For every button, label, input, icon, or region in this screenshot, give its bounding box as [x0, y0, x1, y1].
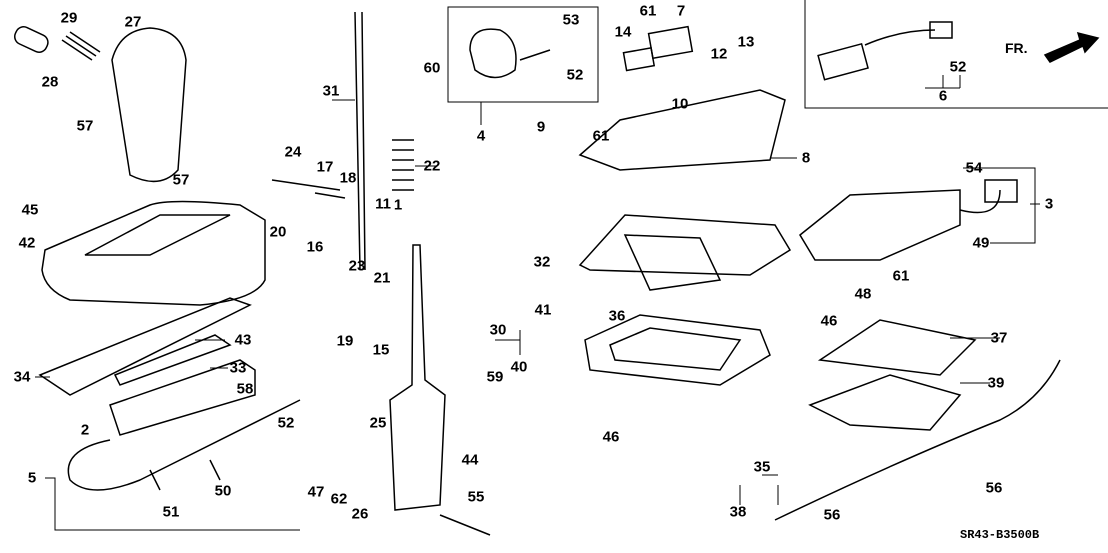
part-number-label[interactable]: 14: [614, 23, 632, 41]
part-number-label[interactable]: 36: [608, 307, 626, 325]
seal-39: [808, 374, 962, 431]
part-number-label[interactable]: 48: [854, 285, 872, 303]
position-bracket: [578, 89, 786, 171]
part-number-label[interactable]: 30: [489, 321, 507, 339]
part-number-label[interactable]: 61: [639, 2, 657, 20]
part-number-label[interactable]: 39: [987, 374, 1005, 392]
part-number-label[interactable]: 6: [938, 87, 948, 105]
part-number-label[interactable]: 17: [316, 158, 334, 176]
part-number-label[interactable]: 4: [476, 127, 486, 145]
part-number-label[interactable]: 12: [710, 45, 728, 63]
pin-24: [271, 179, 341, 191]
part-number-label[interactable]: 38: [729, 503, 747, 521]
part-number-label[interactable]: 51: [162, 503, 180, 521]
part-number-label[interactable]: 22: [423, 157, 441, 175]
part-number-label[interactable]: 8: [801, 149, 811, 167]
part-number-label[interactable]: 58: [236, 380, 254, 398]
base-bracket: [578, 214, 792, 276]
part-number-label[interactable]: 11: [375, 195, 391, 213]
indicator-lens: [113, 334, 232, 386]
part-number-label[interactable]: 60: [423, 59, 441, 77]
wire-harness: [67, 399, 301, 491]
shift-knob: [111, 27, 187, 183]
part-number-label[interactable]: 46: [602, 428, 620, 446]
knob-spring: [61, 31, 101, 61]
part-number-label[interactable]: 52: [566, 66, 584, 84]
shift-rod: [354, 11, 366, 271]
part-number-label[interactable]: 9: [536, 118, 546, 136]
part-number-label[interactable]: 42: [18, 234, 36, 252]
part-number-label[interactable]: 23: [348, 257, 366, 275]
front-direction-label: FR.: [1005, 40, 1028, 56]
spring-22: [392, 139, 414, 191]
part-number-label[interactable]: 57: [172, 171, 190, 189]
part-number-label[interactable]: 55: [467, 488, 485, 506]
front-arrow: [1043, 31, 1100, 63]
part-number-label[interactable]: 28: [41, 73, 59, 91]
shift-cable: [774, 359, 1061, 521]
callout-box-6: [804, 0, 1108, 109]
part-number-label[interactable]: 37: [990, 329, 1008, 347]
part-number-label[interactable]: 34: [13, 368, 31, 386]
shift-lock-solenoid: [647, 25, 694, 60]
part-number-label[interactable]: 50: [214, 482, 232, 500]
pin-17: [314, 192, 346, 199]
part-number-label[interactable]: 35: [753, 458, 771, 476]
part-number-label[interactable]: 59: [486, 368, 504, 386]
bolt-55: [439, 514, 491, 536]
part-number-label[interactable]: 21: [373, 269, 391, 287]
part-number-label[interactable]: 61: [892, 267, 910, 285]
part-number-label[interactable]: 49: [972, 234, 990, 252]
part-number-label[interactable]: 2: [80, 421, 90, 439]
part-number-label[interactable]: 5: [27, 469, 37, 487]
knob-button: [13, 26, 49, 53]
indicator-plate: [38, 297, 252, 396]
part-number-label[interactable]: 45: [21, 201, 39, 219]
part-number-label[interactable]: 44: [461, 451, 479, 469]
position-switch: [799, 189, 961, 261]
seal-37: [817, 319, 977, 376]
part-number-label[interactable]: 27: [124, 13, 142, 31]
part-number-label[interactable]: 53: [562, 11, 580, 29]
part-number-label[interactable]: 19: [336, 332, 354, 350]
part-number-label[interactable]: 56: [985, 479, 1003, 497]
part-number-label[interactable]: 56: [823, 506, 841, 524]
part-number-label[interactable]: 10: [671, 95, 689, 113]
part-number-label[interactable]: 33: [229, 359, 247, 377]
part-number-label[interactable]: 16: [306, 238, 324, 256]
part-number-label[interactable]: 1: [393, 196, 403, 214]
part-number-label[interactable]: 40: [510, 358, 528, 376]
part-number-label[interactable]: 61: [592, 127, 610, 145]
part-number-label[interactable]: 62: [330, 490, 348, 508]
part-number-label[interactable]: 25: [369, 414, 387, 432]
part-number-label[interactable]: 18: [339, 169, 357, 187]
part-number-label[interactable]: 3: [1044, 195, 1054, 213]
gasket: [584, 314, 771, 386]
drawing-code: SR43-B3500B: [960, 528, 1040, 542]
part-number-label[interactable]: 29: [60, 9, 78, 27]
part-number-label[interactable]: 7: [676, 2, 686, 20]
console-cover: [41, 200, 266, 306]
part-number-label[interactable]: 24: [284, 143, 302, 161]
shift-lever: [389, 244, 446, 511]
part-number-label[interactable]: 52: [277, 414, 295, 432]
part-number-label[interactable]: 47: [307, 483, 325, 501]
part-number-label[interactable]: 41: [534, 301, 552, 319]
part-number-label[interactable]: 46: [820, 312, 838, 330]
callout-box-4: [447, 6, 599, 103]
part-number-label[interactable]: 54: [965, 159, 983, 177]
part-number-label[interactable]: 32: [533, 253, 551, 271]
part-number-label[interactable]: 43: [234, 331, 252, 349]
part-number-label[interactable]: 20: [269, 223, 287, 241]
part-number-label[interactable]: 52: [949, 58, 967, 76]
part-number-label[interactable]: 15: [372, 341, 390, 359]
part-number-label[interactable]: 13: [737, 33, 755, 51]
part-number-label[interactable]: 57: [76, 117, 94, 135]
part-number-label[interactable]: 26: [351, 505, 369, 523]
part-number-label[interactable]: 31: [322, 82, 340, 100]
